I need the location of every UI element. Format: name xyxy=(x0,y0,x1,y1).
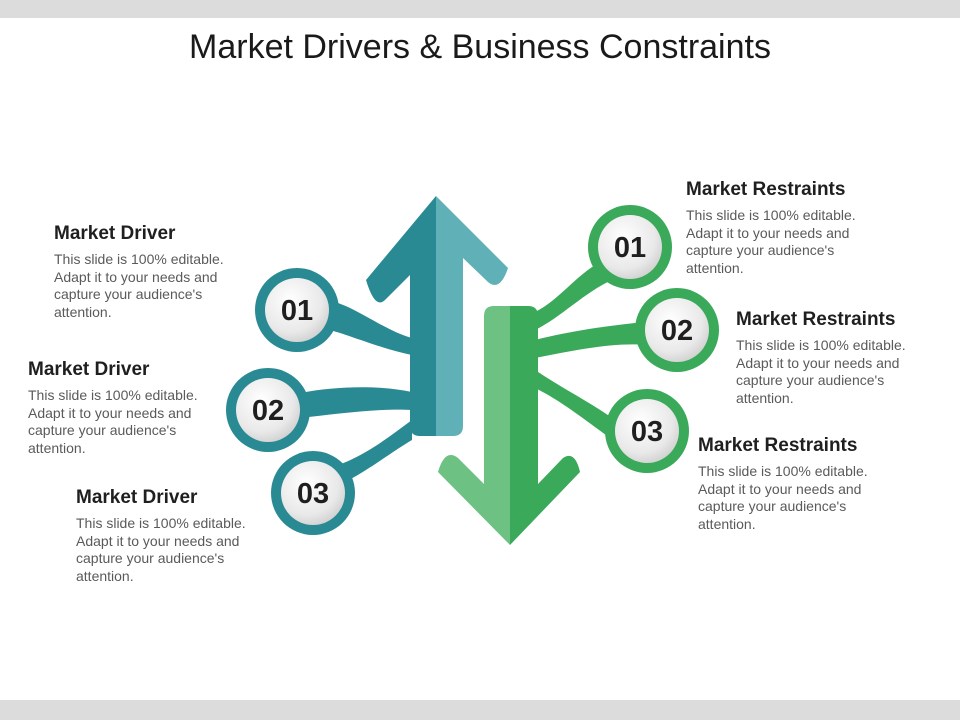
up-arrow-light-half xyxy=(436,196,508,436)
restraint-text-2: Market Restraints This slide is 100% edi… xyxy=(736,309,921,407)
driver-circle-2-inner xyxy=(236,378,300,442)
restraint-circle-1: 01 xyxy=(588,205,672,289)
restraint-heading-3: Market Restraints xyxy=(698,435,858,456)
down-arrow-light-half xyxy=(438,306,510,545)
up-arrow xyxy=(366,196,508,436)
driver-circle-3: 03 xyxy=(271,451,355,535)
restraint-circle-3: 03 xyxy=(605,389,689,473)
driver-text-2: Market Driver This slide is 100% editabl… xyxy=(28,359,213,457)
restraint-text-3: Market Restraints This slide is 100% edi… xyxy=(698,435,883,533)
driver-heading-1: Market Driver xyxy=(54,223,176,244)
restraint-branch-3 xyxy=(535,370,615,438)
restraint-description-1: This slide is 100% editable. Adapt it to… xyxy=(686,207,856,276)
restraint-branch-1 xyxy=(535,260,612,330)
restraint-heading-1: Market Restraints xyxy=(686,179,846,200)
driver-branch-2 xyxy=(300,387,412,418)
driver-circle-2: 02 xyxy=(226,368,310,452)
restraint-description-3: This slide is 100% editable. Adapt it to… xyxy=(698,463,868,532)
restraint-branch-2 xyxy=(535,322,648,358)
driver-circle-3-inner xyxy=(281,461,345,525)
restraint-circle-2: 02 xyxy=(635,288,719,372)
driver-number-2: 02 xyxy=(252,395,284,427)
restraint-text-1: Market Restraints This slide is 100% edi… xyxy=(686,179,871,277)
driver-circle-1-inner xyxy=(265,278,329,342)
driver-description-1: This slide is 100% editable. Adapt it to… xyxy=(54,251,224,320)
restraint-circle-2-inner xyxy=(645,298,709,362)
driver-heading-2: Market Driver xyxy=(28,359,150,380)
driver-number-1: 01 xyxy=(281,295,313,327)
restraint-branches xyxy=(535,260,648,438)
driver-heading-3: Market Driver xyxy=(76,487,198,508)
driver-description-3: This slide is 100% editable. Adapt it to… xyxy=(76,515,246,584)
slide-title: Market Drivers & Business Constraints xyxy=(189,28,771,66)
driver-circle-1: 01 xyxy=(255,268,339,352)
driver-text-3: Market Driver This slide is 100% editabl… xyxy=(76,487,261,585)
down-arrow-dark-half xyxy=(510,306,580,545)
driver-description-2: This slide is 100% editable. Adapt it to… xyxy=(28,387,198,456)
restraint-circle-3-inner xyxy=(615,399,679,463)
restraint-number-1: 01 xyxy=(614,232,646,264)
restraint-number-2: 02 xyxy=(661,315,693,347)
down-arrow xyxy=(438,306,580,545)
restraint-description-2: This slide is 100% editable. Adapt it to… xyxy=(736,337,906,406)
restraint-heading-2: Market Restraints xyxy=(736,309,896,330)
driver-text-1: Market Driver This slide is 100% editabl… xyxy=(54,223,239,321)
restraint-circle-1-inner xyxy=(598,215,662,279)
restraint-number-3: 03 xyxy=(631,416,663,448)
driver-number-3: 03 xyxy=(297,478,329,510)
driver-branch-1 xyxy=(322,300,412,355)
slide: Market Drivers & Business Constraints xyxy=(0,18,960,700)
up-arrow-dark-half xyxy=(366,196,436,436)
